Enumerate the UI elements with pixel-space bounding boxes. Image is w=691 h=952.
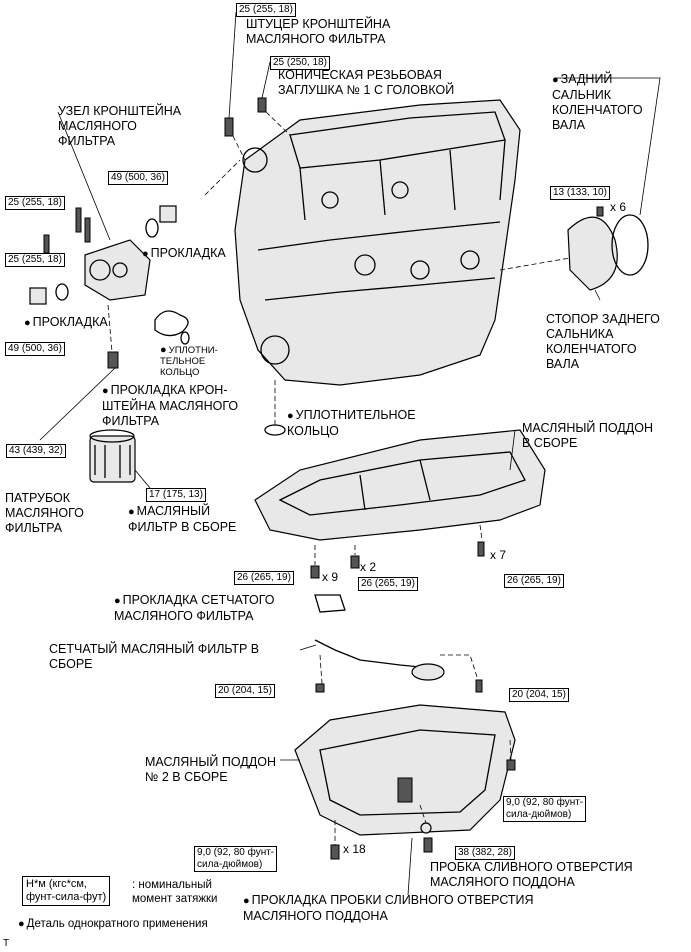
pan-bolts (310, 541, 485, 579)
label-filter-union: ШТУЦЕР КРОНШТЕЙНА МАСЛЯНОГО ФИЛЬТРА (246, 17, 391, 46)
label-seal-retainer: СТОПОР ЗАДНЕГО САЛЬНИКА КОЛЕНЧАТОГО ВАЛА (546, 312, 660, 371)
torque-38: 38 (382, 28) (455, 846, 515, 860)
torque-26-b: 26 (265, 19) (358, 577, 418, 591)
strainer-part (299, 639, 483, 693)
legend-unit-box: Н*м (кгс*см, фунт-сила-фут) (22, 876, 111, 906)
torque-25-b: 25 (255, 18) (5, 253, 65, 267)
footer-mark: T (3, 938, 10, 949)
label-bracket-assy: УЗЕЛ КРОНШТЕЙНА МАСЛЯНОГО ФИЛЬТРА (58, 104, 182, 148)
torque-17: 17 (175, 13) (146, 488, 206, 502)
torque-43: 43 (439, 32) (6, 444, 66, 458)
legend-single-use: Деталь однократного применения (18, 917, 208, 932)
o-ring-part (264, 380, 286, 436)
label-drain-gasket: ПРОКЛАДКА ПРОБКИ СЛИВНОГО ОТВЕРСТИЯ МАСЛ… (243, 893, 534, 924)
union-parts (224, 11, 291, 161)
count-x2: x 2 (360, 560, 377, 574)
label-strainer-gasket: ПРОКЛАДКА СЕТЧАТОГО МАСЛЯНОГО ФИЛЬТРА (114, 593, 275, 624)
torque-9-left: 9,0 (92, 80 фунт- сила-дюймов) (194, 846, 278, 872)
torque-20-a: 20 (204, 15) (215, 684, 275, 698)
count-x18: x 18 (343, 842, 366, 856)
label-oil-pan-2: МАСЛЯНЫЙ ПОДДОН № 2 В СБОРЕ (145, 755, 276, 784)
label-drain-plug: ПРОБКА СЛИВНОГО ОТВЕРСТИЯ МАСЛЯНОГО ПОДД… (430, 860, 633, 889)
engine-block (234, 99, 521, 386)
label-rear-seal: ЗАДНИЙ САЛЬНИК КОЛЕНЧАТОГО ВАЛА (552, 72, 643, 133)
count-x6: x 6 (610, 200, 627, 214)
label-bracket-gasket: ПРОКЛАДКА КРОН- ШТЕЙНА МАСЛЯНОГО ФИЛЬТРА (102, 383, 238, 429)
oil-pan-upper (254, 429, 546, 565)
label-filter-pipe: ПАТРУБОК МАСЛЯНОГО ФИЛЬТРА (5, 491, 84, 535)
torque-49-left: 49 (500, 36) (5, 342, 65, 356)
count-x9: x 9 (322, 570, 339, 584)
torque-union: 25 (255, 18) (236, 3, 296, 17)
count-x7: x 7 (490, 548, 507, 562)
label-o-ring-small: УПЛОТНИ- ТЕЛЬНОЕ КОЛЬЦО (160, 345, 218, 378)
torque-26-c: 26 (265, 19) (504, 574, 564, 588)
oil-pan-lower (280, 704, 516, 896)
torque-26-a: 26 (265, 19) (234, 571, 294, 585)
torque-plug: 25 (250, 18) (270, 56, 330, 70)
bracket-assembly (29, 111, 241, 441)
torque-49-top: 49 (500, 36) (108, 171, 168, 185)
label-taper-plug: КОНИЧЕСКАЯ РЕЗЬБОВАЯ ЗАГЛУШКА № 1 С ГОЛО… (278, 68, 455, 97)
torque-20-b: 20 (204, 15) (509, 688, 569, 702)
label-o-ring: УПЛОТНИТЕЛЬНОЕ КОЛЬЦО (287, 408, 416, 439)
label-strainer: СЕТЧАТЫЙ МАСЛЯНЫЙ ФИЛЬТР В СБОРЕ (49, 642, 260, 671)
strainer-gasket-part (314, 594, 346, 613)
rear-seal-parts (499, 77, 661, 301)
label-oil-pan: МАСЛЯНЫЙ ПОДДОН В СБОРЕ (522, 421, 653, 450)
torque-13: 13 (133, 10) (550, 186, 610, 200)
torque-9-right: 9,0 (92, 80 фунт- сила-дюймов) (503, 796, 587, 822)
label-gasket-top: ПРОКЛАДКА (142, 246, 226, 262)
oil-filter (89, 429, 151, 489)
legend-unit-text: : номинальный момент затяжки (132, 879, 218, 905)
label-oil-filter: МАСЛЯНЫЙ ФИЛЬТР В СБОРЕ (128, 504, 236, 535)
torque-25-a: 25 (255, 18) (5, 196, 65, 210)
label-gasket-left: ПРОКЛАДКА (24, 315, 108, 331)
